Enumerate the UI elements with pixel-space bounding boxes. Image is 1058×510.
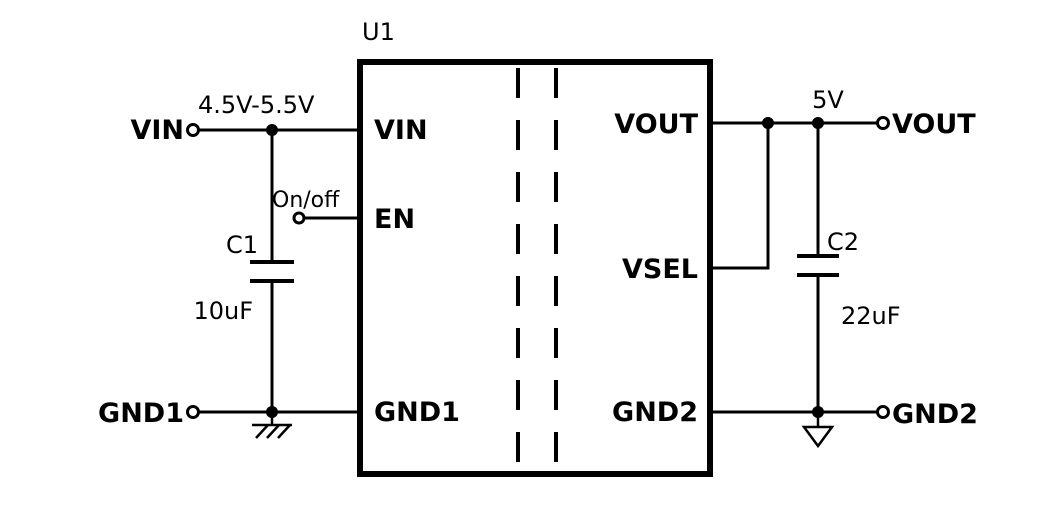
ic-body	[357, 59, 713, 477]
ic-u1: U1 VIN EN GND1 VOUT VSEL GND2	[357, 18, 713, 477]
wire-vsel-feedback	[710, 123, 770, 270]
capacitor-c1: C1 10uF	[193, 130, 294, 412]
ground-hatch-2	[266, 424, 280, 439]
terminal-label-gnd2: GND2	[892, 399, 978, 430]
c2-value-label: 22uF	[841, 302, 901, 330]
triangle-ground-symbol	[801, 412, 835, 449]
pin-label-en: EN	[374, 204, 415, 235]
ic-refdes-label: U1	[362, 18, 395, 46]
input-section: VIN 4.5V-5.5V On/off C1 10uF GND1	[98, 91, 360, 439]
earth-ground-symbol	[252, 412, 292, 439]
pin-label-gnd2: GND2	[612, 397, 698, 428]
input-voltage-label: 4.5V-5.5V	[198, 91, 315, 119]
terminal-label-vout: VOUT	[892, 109, 976, 140]
output-voltage-label: 5V	[812, 86, 844, 114]
ground-hatch-3	[277, 424, 291, 439]
terminal-vin	[186, 123, 200, 137]
output-section: 5V VOUT C2 22uF GND2	[710, 86, 978, 449]
capacitor-c2: C2 22uF	[797, 123, 901, 412]
c2-refdes-label: C2	[827, 228, 859, 256]
pin-label-vsel: VSEL	[622, 254, 698, 285]
terminal-gnd1	[186, 405, 200, 419]
ground-hatch-1	[255, 424, 269, 439]
terminal-label-vin: VIN	[130, 115, 184, 146]
pin-label-gnd1: GND1	[374, 397, 460, 428]
terminal-vout	[876, 116, 890, 130]
pin-label-vin: VIN	[374, 115, 428, 146]
ground-triangle	[801, 425, 835, 449]
c1-value-label: 10uF	[193, 297, 253, 325]
terminal-label-gnd1: GND1	[98, 398, 184, 429]
terminal-gnd2	[876, 405, 890, 419]
pin-label-vout: VOUT	[614, 109, 698, 140]
enable-signal-label: On/off	[272, 188, 340, 213]
terminal-en	[292, 211, 306, 225]
c1-refdes-label: C1	[226, 231, 258, 259]
